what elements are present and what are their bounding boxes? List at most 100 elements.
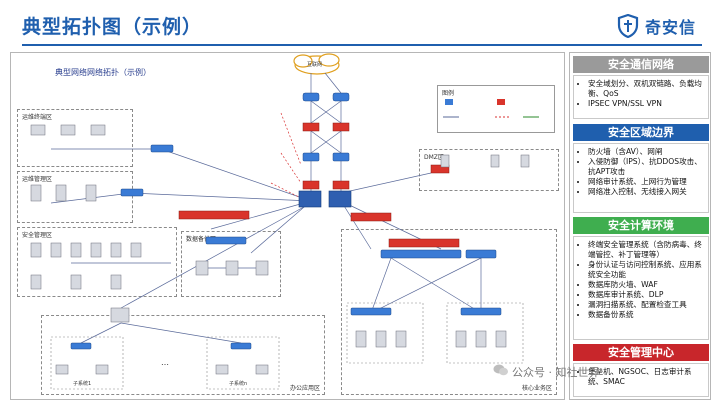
server-icon bbox=[70, 242, 82, 258]
internet-cloud-icon bbox=[293, 53, 340, 75]
watermark: 公众号 · 知社世界 bbox=[512, 366, 600, 379]
server-icon bbox=[225, 260, 239, 276]
legend-title: 图例 bbox=[442, 90, 455, 97]
section-body-computing-environment: 终端安全管理系统（含防病毒、终端管控、补丁管理等） 身份认证与访问控制系统、应用… bbox=[573, 236, 709, 340]
legend-symbols bbox=[443, 99, 539, 118]
list-item: 数据备份系统 bbox=[588, 310, 704, 320]
section-title-secure-communication: 安全通信网络 bbox=[573, 56, 709, 73]
server-icon bbox=[85, 184, 97, 202]
server-icon bbox=[195, 260, 209, 276]
header-divider bbox=[22, 44, 702, 46]
switch-icon bbox=[380, 249, 462, 259]
ellipsis-label: … bbox=[161, 358, 169, 367]
list-item: 数据库审计系统、DLP bbox=[588, 290, 704, 300]
pc-icon bbox=[90, 124, 106, 136]
list-item: 终端安全管理系统（含防病毒、终端管控、补丁管理等） bbox=[588, 240, 704, 260]
switch-icon bbox=[350, 307, 392, 316]
server-icon bbox=[90, 242, 102, 258]
zone-label: 核心业务区 bbox=[521, 385, 552, 392]
switch-icon bbox=[460, 307, 502, 316]
server-icon bbox=[130, 242, 142, 258]
zone-label: 办公应用区 bbox=[289, 385, 320, 392]
server-icon bbox=[395, 330, 407, 348]
server-icon bbox=[55, 184, 67, 202]
subsystem-n-box bbox=[206, 336, 280, 390]
section-title-area-boundary: 安全区域边界 bbox=[573, 124, 709, 141]
server-icon bbox=[495, 330, 507, 348]
pc-icon bbox=[60, 124, 76, 136]
list-item: 数据库防火墙、WAF bbox=[588, 280, 704, 290]
section-body-secure-communication: 安全域划分、双机双链路、负载均衡、QoS IPSEC VPN/SSL VPN bbox=[573, 75, 709, 119]
cloud-label: 互联网 bbox=[307, 62, 323, 68]
server-icon bbox=[30, 274, 42, 290]
server-icon bbox=[490, 154, 500, 168]
page-title: 典型拓扑图（示例） bbox=[22, 16, 203, 38]
server-icon bbox=[70, 274, 82, 290]
list-item: 身份认证与访问控制系统、应用系统安全功能 bbox=[588, 260, 704, 280]
subsystem-1-box bbox=[50, 336, 124, 390]
server-icon bbox=[520, 154, 530, 168]
switch-icon bbox=[230, 342, 252, 350]
security-requirements-panel: 安全通信网络 安全域划分、双机双链路、负载均衡、QoS IPSEC VPN/SS… bbox=[569, 52, 711, 400]
border-router-icon bbox=[302, 92, 320, 102]
network-svg bbox=[30, 53, 539, 390]
zone-label: 数据备份区 bbox=[186, 236, 217, 243]
core-subgroup-box bbox=[346, 302, 424, 364]
server-icon bbox=[355, 330, 367, 348]
section-body-management-center: 堡垒机、NGSOC、日志审计系统、SMAC bbox=[573, 363, 709, 397]
core-subgroup-box bbox=[446, 302, 524, 364]
subsystem-n-label: 子系统n bbox=[229, 381, 248, 387]
list-item: IPSEC VPN/SSL VPN bbox=[588, 99, 704, 109]
pc-icon bbox=[55, 364, 69, 375]
zone-label: 安全管理区 bbox=[22, 232, 53, 239]
server-icon bbox=[455, 330, 467, 348]
switch-icon bbox=[150, 144, 174, 153]
core-devices bbox=[70, 92, 502, 350]
switch-icon bbox=[465, 249, 497, 259]
pc-icon bbox=[255, 364, 269, 375]
firewall-icon bbox=[178, 210, 250, 220]
switch-icon bbox=[302, 152, 320, 162]
endpoints bbox=[30, 124, 530, 375]
core-switch-icon bbox=[298, 190, 352, 208]
border-router-icon bbox=[332, 92, 350, 102]
topology-diagram: 典型网络网络拓扑（示例） 运维终端区 运维管理区 安全管理区 数据备份区 DMZ… bbox=[10, 52, 565, 400]
section-title-computing-environment: 安全计算环境 bbox=[573, 217, 709, 234]
list-item: 入侵防御（IPS）、抗DDOS攻击、抗APT攻击 bbox=[588, 157, 704, 177]
firewall-icon bbox=[302, 122, 320, 132]
brand-name: 奇安信 bbox=[644, 18, 696, 37]
server-icon bbox=[110, 242, 122, 258]
brand-logo: 奇安信 bbox=[617, 14, 696, 38]
list-item: 安全域划分、双机双链路、负载均衡、QoS bbox=[588, 79, 704, 99]
firewall-icon bbox=[332, 180, 350, 190]
switch-icon bbox=[120, 188, 144, 197]
pc-icon bbox=[215, 364, 229, 375]
list-item: 堡垒机、NGSOC、日志审计系统、SMAC bbox=[588, 367, 704, 387]
firewall-devices bbox=[178, 122, 460, 248]
wechat-icon bbox=[493, 364, 508, 376]
switch-icon bbox=[70, 342, 92, 350]
server-icon bbox=[50, 242, 62, 258]
zone-label: 运维管理区 bbox=[22, 176, 53, 183]
zone-ops-terminal: 运维终端区 bbox=[17, 109, 133, 167]
server-icon bbox=[30, 242, 42, 258]
server-icon bbox=[255, 260, 269, 276]
firewall-icon bbox=[332, 122, 350, 132]
list-item: 网络准入控制、无线接入网关 bbox=[588, 187, 704, 197]
section-body-area-boundary: 防火墙（含AV）、网闸 入侵防御（IPS）、抗DDOS攻击、抗APT攻击 网络审… bbox=[573, 143, 709, 213]
wan-device-icon bbox=[110, 307, 130, 323]
firewall-icon bbox=[302, 180, 320, 190]
zone-label: 运维终端区 bbox=[22, 114, 53, 121]
zone-office: 办公应用区 bbox=[41, 315, 325, 395]
server-icon bbox=[375, 330, 387, 348]
server-icon bbox=[30, 184, 42, 202]
server-icon bbox=[440, 154, 450, 168]
switch-icon bbox=[205, 236, 247, 245]
shield-logo-icon bbox=[617, 14, 639, 38]
switch-icon bbox=[332, 152, 350, 162]
firewall-icon bbox=[350, 212, 392, 222]
subsystem-1-label: 子系统1 bbox=[73, 381, 92, 387]
firewall-icon bbox=[388, 238, 460, 248]
pc-icon bbox=[95, 364, 109, 375]
